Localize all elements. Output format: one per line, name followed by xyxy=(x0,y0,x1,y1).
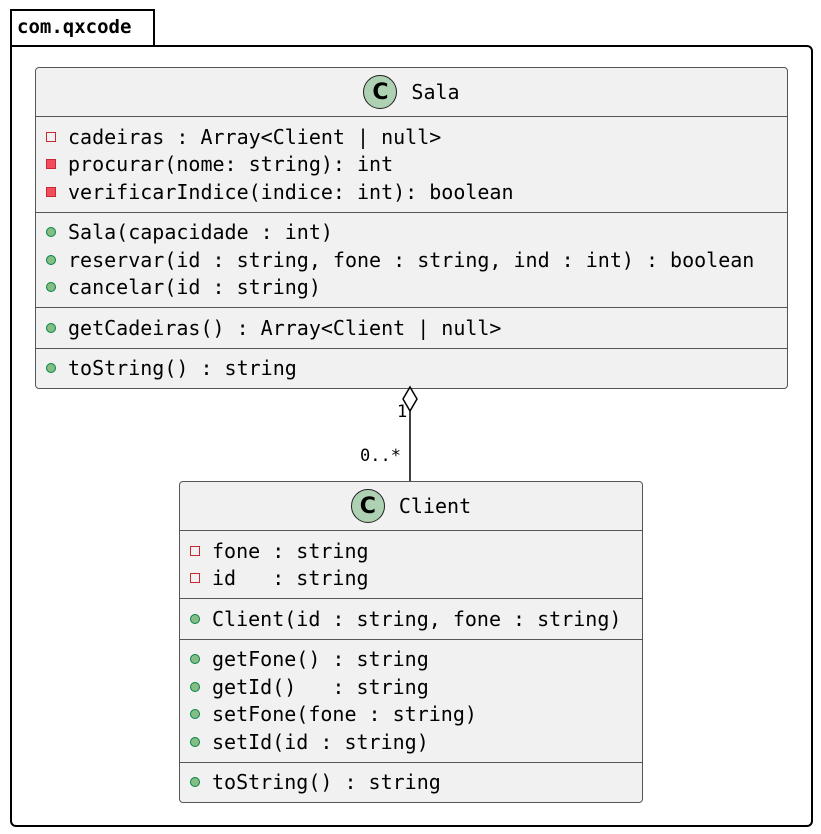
member-text: toString() : string xyxy=(212,770,441,795)
public-visibility-icon xyxy=(190,681,200,692)
class-member[interactable]: setFone(fone : string) xyxy=(180,701,642,729)
class-section: toString() : string xyxy=(36,349,787,389)
class-section: Sala(capacidade : int)reservar(id : stri… xyxy=(36,213,787,308)
class-member[interactable]: setId(id : string) xyxy=(180,728,642,756)
class-member[interactable]: verificarIndice(indice: int): boolean xyxy=(36,178,787,206)
public-visibility-icon xyxy=(190,777,200,788)
member-text: getId() : string xyxy=(212,674,429,699)
class-member[interactable]: getId() : string xyxy=(180,673,642,701)
source-multiplicity: 1 xyxy=(397,402,408,422)
class-c-icon: C xyxy=(363,75,398,109)
member-text: verificarIndice(indice: int): boolean xyxy=(68,179,514,204)
member-text: setFone(fone : string) xyxy=(212,702,477,727)
class-member[interactable]: toString() : string xyxy=(36,355,787,383)
class-section: Client(id : string, fone : string) xyxy=(180,599,642,640)
class-member[interactable]: Client(id : string, fone : string) xyxy=(180,605,642,633)
public-visibility-icon xyxy=(46,254,56,265)
class-section: fone : string id : string xyxy=(180,531,642,599)
member-text: getCadeiras() : Array<Client | null> xyxy=(68,315,502,340)
member-text: procurar(nome: string): int xyxy=(68,152,394,177)
private-visibility-icon xyxy=(190,545,200,556)
public-visibility-icon xyxy=(190,613,200,624)
class-member[interactable]: reservar(id : string, fone : string, ind… xyxy=(36,246,787,274)
private-visibility-icon xyxy=(46,159,56,170)
member-text: setId(id : string) xyxy=(212,729,429,754)
class-member[interactable]: fone : string xyxy=(180,537,642,565)
class-c-icon: C xyxy=(350,489,385,523)
class-header: C Client xyxy=(180,482,642,531)
class-section: cadeiras : Array<Client | null> procurar(… xyxy=(36,117,787,213)
package-tab: com.qxcode xyxy=(10,9,155,45)
private-visibility-icon xyxy=(46,131,56,142)
public-visibility-icon xyxy=(46,363,56,374)
member-text: id : string xyxy=(212,566,369,591)
package-name: com.qxcode xyxy=(17,16,132,38)
class-section: getCadeiras() : Array<Client | null> xyxy=(36,308,787,349)
class-member[interactable]: Sala(capacidade : int) xyxy=(36,219,787,247)
public-visibility-icon xyxy=(46,282,56,293)
member-text: getFone() : string xyxy=(212,647,429,672)
class-name: Sala xyxy=(411,80,460,104)
class-member[interactable]: cancelar(id : string) xyxy=(36,274,787,302)
class-member[interactable]: getFone() : string xyxy=(180,646,642,674)
class-member[interactable]: toString() : string xyxy=(180,769,642,797)
member-text: cancelar(id : string) xyxy=(68,275,321,300)
private-visibility-icon xyxy=(46,186,56,197)
public-visibility-icon xyxy=(46,227,56,238)
class-member[interactable]: cadeiras : Array<Client | null> xyxy=(36,123,787,151)
member-text: reservar(id : string, fone : string, ind… xyxy=(68,247,755,272)
class-header: C Sala xyxy=(36,68,787,117)
private-visibility-icon xyxy=(190,573,200,584)
member-text: Sala(capacidade : int) xyxy=(68,220,333,245)
member-text: fone : string xyxy=(212,538,369,563)
class-member[interactable]: procurar(nome: string): int xyxy=(36,151,787,179)
class-member[interactable]: id : string xyxy=(180,565,642,593)
member-text: toString() : string xyxy=(68,356,297,381)
public-visibility-icon xyxy=(190,654,200,665)
member-text: Client(id : string, fone : string) xyxy=(212,606,622,631)
member-text: cadeiras : Array<Client | null> xyxy=(68,124,442,149)
target-multiplicity: 0..* xyxy=(360,446,401,466)
class-section: toString() : string xyxy=(180,763,642,803)
class-members: cadeiras : Array<Client | null> procurar(… xyxy=(36,117,787,388)
public-visibility-icon xyxy=(46,322,56,333)
class-name: Client xyxy=(398,494,472,518)
public-visibility-icon xyxy=(190,709,200,720)
class-member[interactable]: getCadeiras() : Array<Client | null> xyxy=(36,314,787,342)
public-visibility-icon xyxy=(190,736,200,747)
